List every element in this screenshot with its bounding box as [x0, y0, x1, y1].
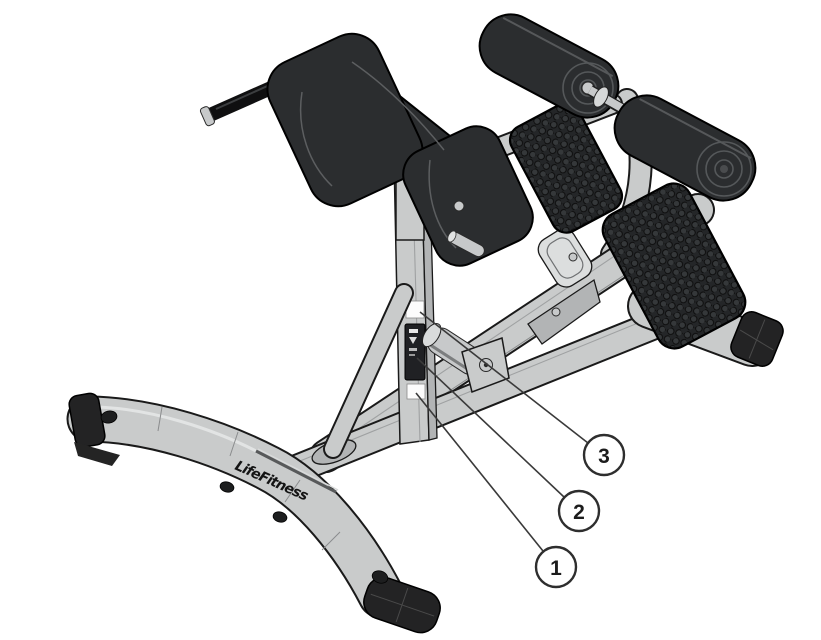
callouts: 3 2 1 — [415, 311, 626, 589]
screw — [568, 252, 578, 262]
roller-end-ring — [562, 62, 614, 114]
bolt-cap — [219, 481, 235, 493]
pivot-pin — [453, 200, 465, 212]
bolt-cap — [272, 511, 288, 523]
pad-seam-line — [299, 91, 333, 187]
callout-2-number: 2 — [573, 501, 585, 524]
foot-plate-left — [508, 102, 624, 234]
bolt-cap — [100, 410, 118, 424]
thigh-pad — [402, 125, 534, 267]
trim-rail — [255, 449, 337, 494]
foot-plate-right — [601, 182, 747, 350]
pad-seam-line — [351, 61, 445, 151]
bottom-decal — [406, 383, 426, 400]
front-end-cap-bottom — [363, 576, 441, 634]
slot-bracket — [537, 228, 593, 288]
callout-1-number: 1 — [550, 557, 562, 580]
trim-rail-highlight — [257, 448, 339, 491]
screw — [551, 307, 561, 317]
carriage-pin — [447, 230, 485, 258]
rear-end-cap — [730, 311, 784, 367]
callout-3-number: 3 — [598, 445, 610, 468]
leader-line-3 — [419, 311, 589, 444]
callout-1: 1 — [534, 545, 578, 589]
roller-end-ring — [696, 141, 752, 197]
leg-roller-lower — [613, 94, 757, 202]
leader-line-2 — [416, 357, 565, 498]
callout-3: 3 — [582, 433, 626, 477]
foot-pad-shadow — [74, 442, 120, 466]
bolt-cap — [371, 570, 389, 584]
gusset-plate — [527, 278, 601, 345]
callout-3-circle — [582, 433, 626, 477]
leader-line-1 — [415, 392, 544, 552]
callout-2: 2 — [557, 489, 601, 533]
hip-pad — [266, 32, 424, 208]
grip-end-cap — [199, 106, 215, 127]
support-brace — [311, 283, 414, 465]
warning-decal — [404, 323, 426, 381]
callout-1-circle — [534, 545, 578, 589]
callout-2-circle — [557, 489, 601, 533]
adjustment-roller — [421, 323, 510, 393]
front-foot-tube — [66, 392, 441, 634]
